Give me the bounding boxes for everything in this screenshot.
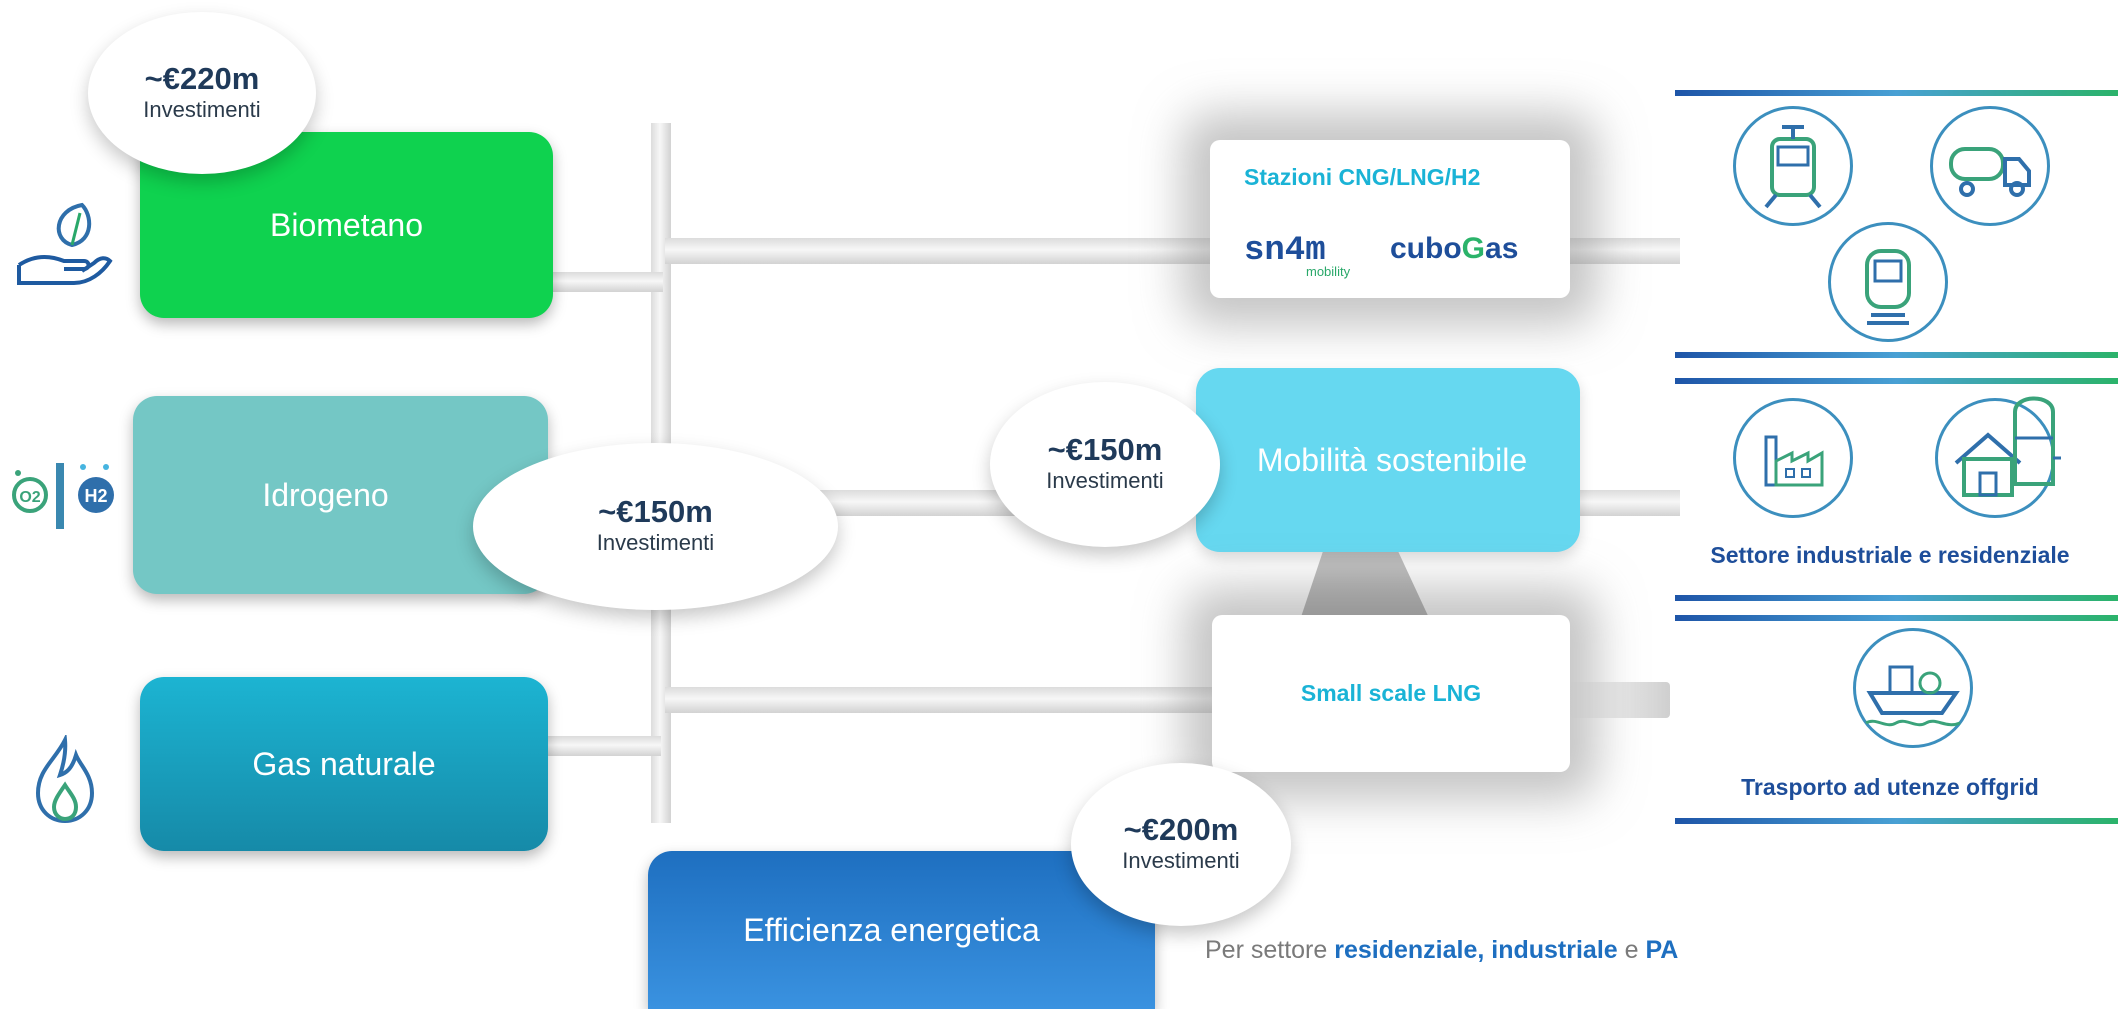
note-bold-text: PA bbox=[1645, 936, 1679, 964]
factory-icon bbox=[1733, 398, 1853, 518]
tanker-truck-icon bbox=[1930, 106, 2050, 226]
biometano-label: Biometano bbox=[270, 206, 423, 243]
divider-line bbox=[1675, 615, 2118, 621]
sector-industrial-label: Settore industriale e residenziale bbox=[1710, 542, 2070, 568]
pipe-middle-right bbox=[1575, 490, 1680, 516]
mobilita-box: Mobilità sostenibile bbox=[1196, 368, 1580, 552]
efficienza-note: Per settore residenziale, industriale e … bbox=[1205, 936, 1678, 965]
pipe-middle bbox=[820, 490, 1020, 516]
truck-graphic bbox=[1570, 682, 1670, 718]
divider-line bbox=[1675, 90, 2118, 96]
investment-amount: ~€150m bbox=[1047, 432, 1163, 468]
note-text: Per settore bbox=[1205, 936, 1335, 964]
note-text: e bbox=[1617, 936, 1646, 964]
note-bold-text: residenziale, industriale bbox=[1334, 936, 1618, 964]
mobilita-label: Mobilità sostenibile bbox=[1256, 441, 1528, 478]
divider-line bbox=[1675, 378, 2118, 384]
divider-line bbox=[1675, 352, 2118, 358]
sector-offgrid-label: Trasporto ad utenze offgrid bbox=[1741, 774, 2039, 800]
svg-text:O2: O2 bbox=[19, 489, 40, 506]
svg-text:H2: H2 bbox=[84, 486, 107, 506]
investment-amount: ~€220m bbox=[144, 60, 260, 96]
divider-line bbox=[1675, 595, 2118, 601]
gas-naturale-box: Gas naturale bbox=[140, 677, 548, 851]
pipe-gas-naturale bbox=[548, 736, 661, 756]
hub-investment-bubble: ~€150m Investimenti bbox=[473, 443, 838, 610]
cubogas-logo-part: cubo bbox=[1390, 232, 1462, 265]
snam-mobility-logo: sn4m mobility bbox=[1244, 232, 1372, 284]
hydrogen-molecule-icon: O2 H2 bbox=[8, 445, 118, 545]
divider-line bbox=[1675, 818, 2118, 824]
investment-amount: ~€200m bbox=[1123, 812, 1239, 848]
pipe-biometano bbox=[553, 272, 663, 292]
cubogas-logo-g: G bbox=[1461, 232, 1486, 265]
silo-icon bbox=[2005, 388, 2063, 498]
snam-logo-text: sn4m bbox=[1244, 232, 1326, 270]
cubogas-logo: cuboGas bbox=[1390, 232, 1540, 276]
cubogas-logo-part: as bbox=[1485, 232, 1519, 265]
efficienza-label: Efficienza energetica bbox=[743, 911, 1040, 948]
stazioni-box: Stazioni CNG/LNG/H2 sn4m mobility cuboGa… bbox=[1210, 140, 1570, 298]
leaf-hand-icon bbox=[14, 195, 114, 295]
small-scale-lng-label: Small scale LNG bbox=[1300, 680, 1482, 706]
efficienza-investment-bubble: ~€200m Investimenti bbox=[1071, 763, 1291, 926]
road-graphic bbox=[1300, 550, 1430, 620]
ship-icon bbox=[1853, 628, 1973, 748]
tram-icon bbox=[1733, 106, 1853, 226]
mobilita-investment-bubble: ~€150m Investimenti bbox=[990, 382, 1220, 547]
idrogeno-box: Idrogeno bbox=[133, 396, 548, 594]
efficienza-energetica-box: Efficienza energetica bbox=[648, 851, 1155, 1009]
investment-label: Investimenti bbox=[143, 96, 261, 122]
biometano-investment-bubble: ~€220m Investimenti bbox=[88, 12, 316, 174]
stazioni-title: Stazioni CNG/LNG/H2 bbox=[1244, 164, 1481, 190]
investment-label: Investimenti bbox=[596, 530, 715, 556]
investment-label: Investimenti bbox=[1122, 848, 1240, 874]
investment-amount: ~€150m bbox=[598, 494, 713, 530]
idrogeno-label: Idrogeno bbox=[262, 476, 389, 513]
pipe-bottom bbox=[665, 687, 1215, 713]
train-icon bbox=[1828, 222, 1948, 342]
investment-label: Investimenti bbox=[1046, 468, 1164, 494]
gas-naturale-label: Gas naturale bbox=[252, 745, 436, 782]
snam-logo-subtext: mobility bbox=[1306, 264, 1351, 279]
flame-icon bbox=[30, 732, 100, 825]
small-scale-lng-box: Small scale LNG bbox=[1212, 615, 1570, 772]
